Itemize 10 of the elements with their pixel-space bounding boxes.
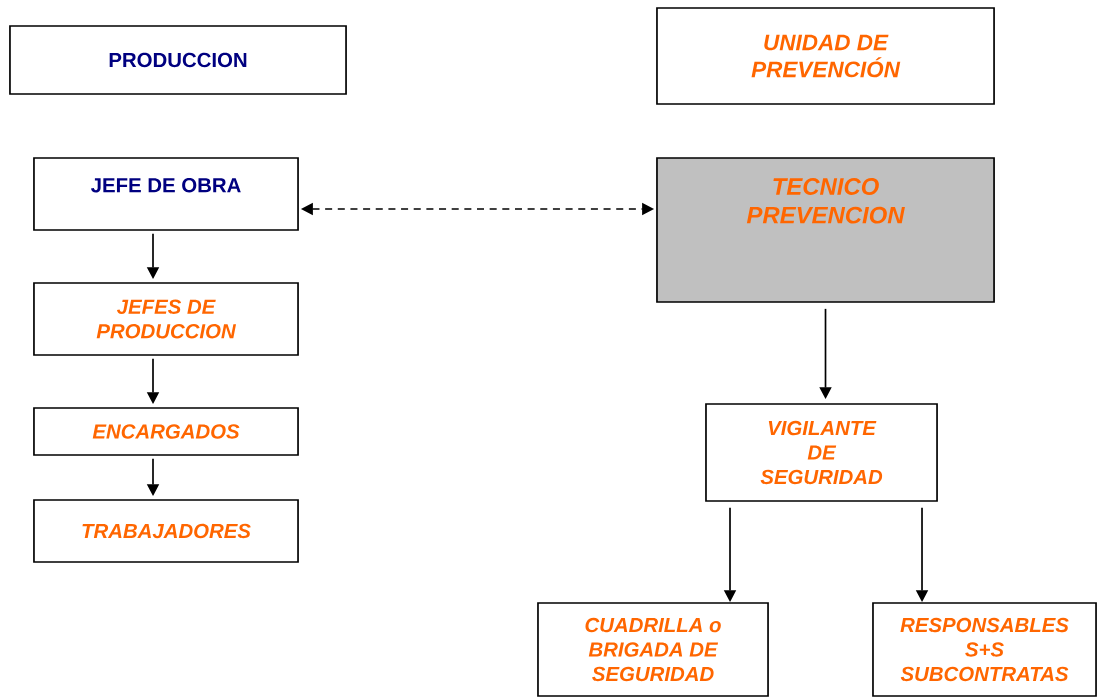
org-box: ENCARGADOS [33,407,299,456]
org-box: VIGILANTE DE SEGURIDAD [705,403,938,502]
org-box: UNIDAD DE PREVENCIÓN [656,7,995,105]
highlighted-box: TECNICO PREVENCION [656,157,995,303]
org-box: RESPONSABLES S+S SUBCONTRATAS [872,602,1097,697]
org-box: JEFE DE OBRA [33,157,299,231]
org-box: TRABAJADORES [33,499,299,563]
org-box: CUADRILLA o BRIGADA DE SEGURIDAD [537,602,769,697]
org-box: PRODUCCION [9,25,347,95]
org-box: JEFES DE PRODUCCION [33,282,299,356]
